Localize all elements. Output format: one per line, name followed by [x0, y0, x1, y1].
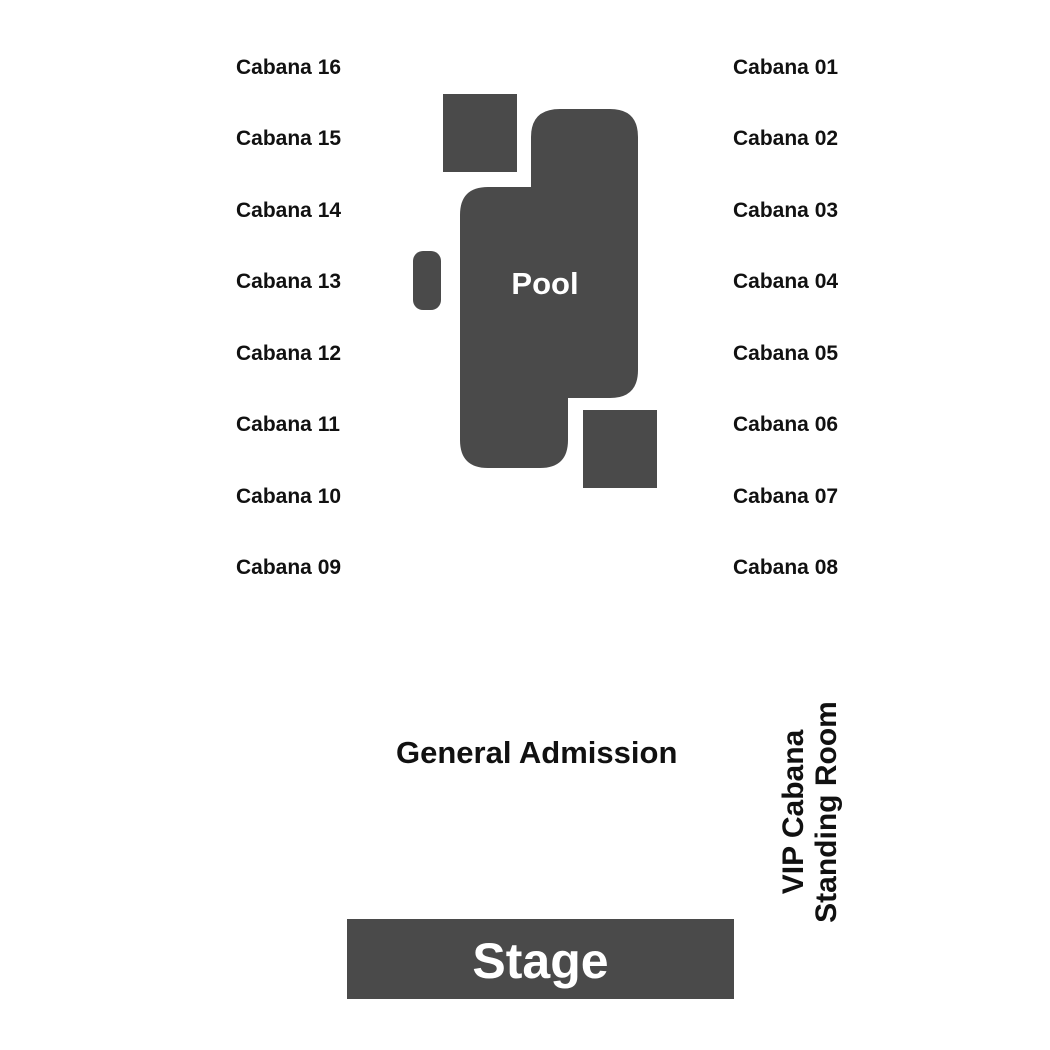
pool-block-top-left[interactable]: [443, 94, 517, 172]
cabana-10-label[interactable]: Cabana 10: [236, 485, 342, 508]
cabana-16-label[interactable]: Cabana 16: [236, 56, 342, 79]
vip-label-line1: VIP Cabana: [777, 729, 810, 895]
cabana-14-label[interactable]: Cabana 14: [236, 199, 342, 222]
cabana-11-label[interactable]: Cabana 11: [236, 413, 340, 436]
general-admission-label[interactable]: General Admission: [396, 735, 678, 770]
cabana-06-label[interactable]: Cabana 06: [733, 413, 839, 436]
cabana-07-label[interactable]: Cabana 07: [733, 485, 839, 508]
stage-section[interactable]: [347, 919, 734, 999]
vip-label-line2: Standing Room: [810, 701, 843, 923]
pool-block-bottom-right[interactable]: [583, 410, 657, 488]
cabana-04-label[interactable]: Cabana 04: [733, 270, 839, 293]
cabana-01-label[interactable]: Cabana 01: [733, 56, 839, 79]
cabana-09-label[interactable]: Cabana 09: [236, 556, 342, 579]
cabana-12-label[interactable]: Cabana 12: [236, 342, 342, 365]
cabana-13-label[interactable]: Cabana 13: [236, 270, 342, 293]
pool-entry-block[interactable]: [413, 251, 441, 310]
cabana-08-label[interactable]: Cabana 08: [733, 556, 839, 579]
pool-section[interactable]: [460, 109, 638, 468]
cabana-05-label[interactable]: Cabana 05: [733, 342, 839, 365]
cabana-02-label[interactable]: Cabana 02: [733, 127, 839, 150]
cabana-15-label[interactable]: Cabana 15: [236, 127, 342, 150]
vip-standing-room-label[interactable]: VIP Cabana Standing Room: [777, 692, 847, 932]
cabana-03-label[interactable]: Cabana 03: [733, 199, 839, 222]
